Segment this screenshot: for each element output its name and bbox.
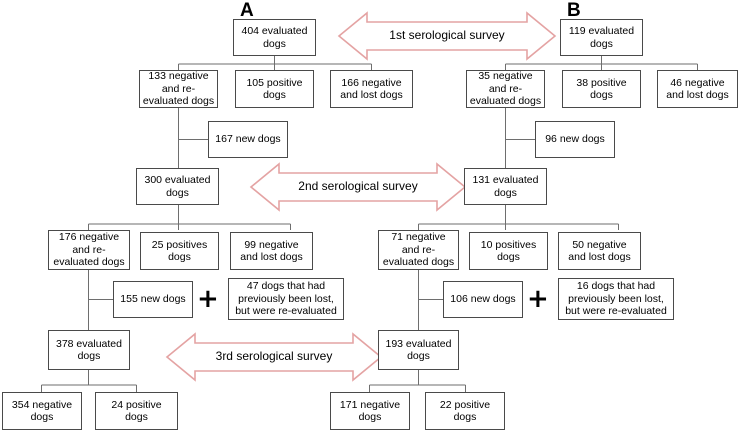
box-a-eval-2: 300 evaluated dogs [136,168,219,205]
box-b-eval-3: 193 evaluated dogs [378,330,459,370]
box-b-neg-reeval-2: 71 negative and re- evaluated dogs [378,230,459,270]
box-a-new-1: 167 new dogs [208,121,288,158]
box-a-neg-reeval-2: 176 negative and re- evaluated dogs [48,230,130,270]
box-a-pos-1: 105 positive dogs [235,70,314,108]
box-b-pos-2: 10 positives dogs [469,232,548,270]
box-a-pos-2: 25 positives dogs [140,232,219,270]
survey-arrow-1 [337,11,557,61]
box-a-recovered-2: 47 dogs that had previously been lost, b… [228,278,344,320]
box-a-eval-3: 378 evaluated dogs [48,330,130,370]
box-a-pos-3: 24 positive dogs [95,392,178,430]
box-b-pos-3: 22 positive dogs [425,392,505,430]
survey-1-label: 1st serological survey [389,28,505,42]
plus-sign-b: + [527,284,549,314]
plus-sign-a: + [197,284,219,314]
box-b-new-2: 106 new dogs [443,281,523,318]
box-a-neg-lost-2: 99 negative and lost dogs [230,232,313,270]
box-b-neg-lost-2: 50 negative and lost dogs [558,232,641,270]
box-b-pos-1: 38 positive dogs [562,70,641,108]
survey-2-label: 2nd serological survey [298,179,418,193]
box-b-neg-reeval-1: 35 negative and re- evaluated dogs [466,70,545,108]
box-b-eval-2: 131 evaluated dogs [464,168,547,205]
box-b-neg-lost-1: 46 negative and lost dogs [657,70,738,108]
panel-label-a: A [240,0,254,21]
box-b-recovered-2: 16 dogs that had previously been lost, b… [558,278,674,320]
box-a-new-2: 155 new dogs [113,281,193,318]
box-b-baseline: 119 evaluated dogs [560,19,643,56]
survey-3-label: 3rd serological survey [215,349,333,363]
box-a-baseline: 404 evaluated dogs [233,19,316,56]
box-b-new-1: 96 new dogs [535,121,615,158]
box-a-neg-reeval-1: 133 negative and re- evaluated dogs [139,70,218,108]
box-a-neg-lost-1: 166 negative and lost dogs [330,70,413,108]
panel-label-b: B [567,0,581,21]
box-b-neg-3: 171 negative dogs [330,392,410,430]
box-a-neg-3: 354 negative dogs [2,392,82,430]
